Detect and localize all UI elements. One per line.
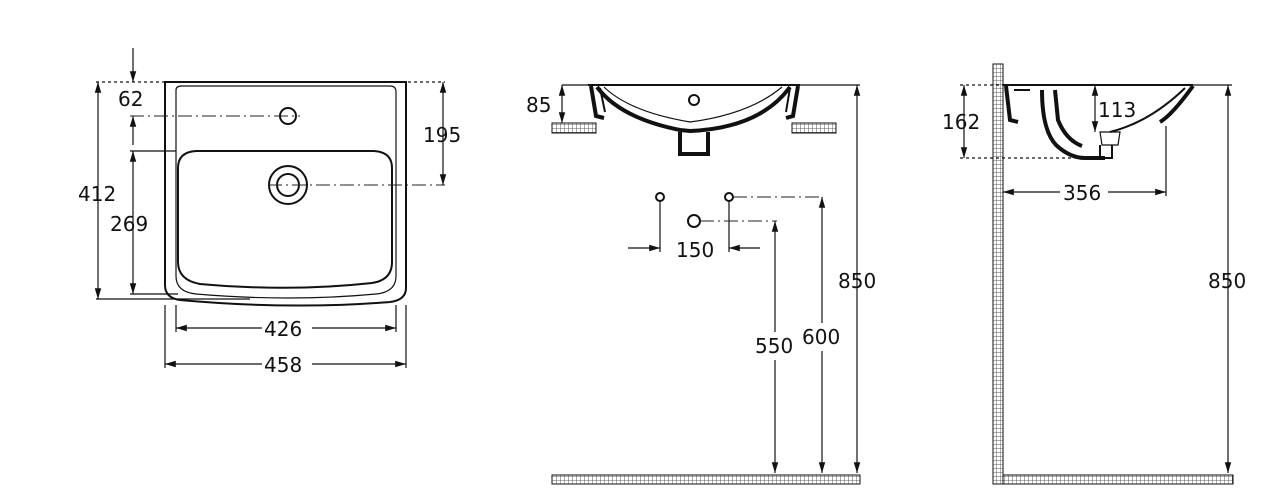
- dim-side-basin-height: 162: [942, 110, 980, 134]
- dim-total-depth: 412: [78, 182, 116, 206]
- side-floor: [1002, 474, 1234, 485]
- dim-supply-height: 600: [802, 325, 840, 349]
- basin-bowl: [177, 150, 393, 289]
- dim-bowl-depth: 269: [110, 212, 148, 236]
- front-floor: [551, 474, 861, 485]
- dim-front-rim-height: 850: [838, 269, 876, 293]
- basin-inner-rim: [175, 85, 397, 299]
- right-bracket: [791, 122, 837, 134]
- side-view: 162 113 356 850: [942, 63, 1246, 485]
- dim-drain-offset: 195: [423, 123, 461, 147]
- dim-trap-depth: 113: [1098, 98, 1136, 122]
- dim-projection: 356: [1063, 181, 1101, 205]
- dim-inner-width: 426: [264, 317, 302, 341]
- dim-outer-width: 458: [264, 353, 302, 377]
- dim-side-rim-height: 850: [1208, 269, 1246, 293]
- basin-outer-outline: [164, 81, 407, 307]
- front-bowl: [595, 85, 792, 134]
- dim-drain-height: 550: [755, 334, 793, 358]
- top-view: 62 412 269 195 426 458: [78, 48, 461, 377]
- dim-front-basin-height: 85: [526, 93, 551, 117]
- dim-pipe-spacing: 150: [676, 238, 714, 262]
- side-wall: [992, 63, 1004, 485]
- front-view: 85 150 550 600 850: [526, 84, 876, 485]
- left-bracket: [551, 122, 597, 134]
- dim-hole-offset: 62: [118, 87, 143, 111]
